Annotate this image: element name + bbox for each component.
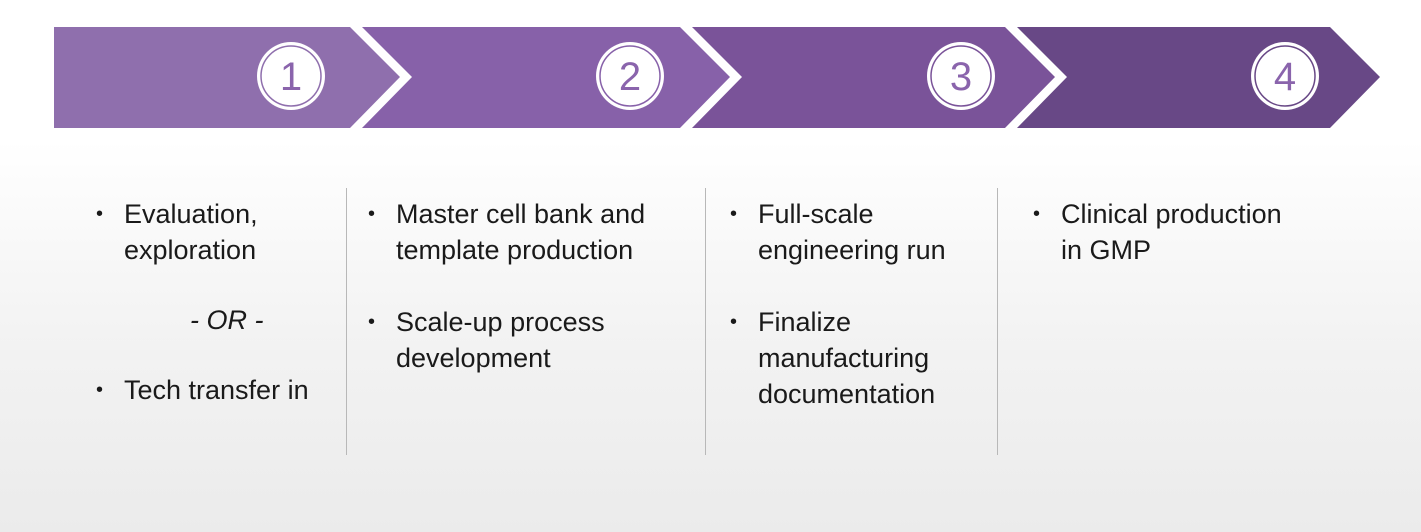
step-2-chevron <box>362 27 730 128</box>
bullet-text-line: Master cell bank and <box>396 199 646 229</box>
step-2-item-scale-up: Scale-up process development <box>368 304 698 376</box>
bullet-text-line: engineering run <box>758 235 946 265</box>
bullet-text-line: Clinical production <box>1061 199 1282 229</box>
column-divider <box>997 188 998 455</box>
step-1-number: 1 <box>280 55 302 99</box>
bullet-text-line: Finalize <box>758 307 852 337</box>
step-4-number-badge: 4 <box>1251 42 1319 110</box>
step-1-item-tech-transfer: Tech transfer in <box>96 372 341 408</box>
bullet-text-line: manufacturing <box>758 343 930 373</box>
step-4-number: 4 <box>1274 55 1296 99</box>
step-2-number: 2 <box>619 55 641 99</box>
bullet-text-line: Scale-up process <box>396 307 605 337</box>
bullet-text-line: Evaluation, <box>124 199 258 229</box>
step-4-item-clinical-production: Clinical production in GMP <box>1033 196 1363 268</box>
step-3-chevron <box>692 27 1055 128</box>
bullet-text-line: development <box>396 343 551 373</box>
process-chevron-bar: 1 2 3 4 <box>54 27 1380 128</box>
step-3-item-engineering-run: Full-scale engineering run <box>730 196 990 268</box>
step-3-number: 3 <box>950 55 972 99</box>
bullet-text-line: Tech transfer in <box>124 375 309 405</box>
bullet-text-line: documentation <box>758 379 936 409</box>
column-divider <box>346 188 347 455</box>
step-3-details: Full-scale engineering run Finalize manu… <box>730 196 990 448</box>
bullet-text-line: Full-scale <box>758 199 874 229</box>
bullet-text-line: in GMP <box>1061 235 1152 265</box>
step-2-details: Master cell bank and template production… <box>368 196 698 412</box>
step-4-chevron <box>1017 27 1380 128</box>
step-4-details: Clinical production in GMP <box>1033 196 1363 304</box>
or-separator: - OR - <box>190 305 264 335</box>
step-2-item-master-cell-bank: Master cell bank and template production <box>368 196 698 268</box>
step-3-item-documentation: Finalize manufacturing documentation <box>730 304 990 412</box>
step-1-item-evaluation: Evaluation, exploration <box>96 196 341 268</box>
bullet-text-line: template production <box>396 235 634 265</box>
step-3-number-badge: 3 <box>927 42 995 110</box>
bullet-text-line: exploration <box>124 235 257 265</box>
column-divider <box>705 188 706 455</box>
step-1-chevron <box>54 27 400 128</box>
step-2-number-badge: 2 <box>596 42 664 110</box>
step-1-details: Evaluation, exploration - OR - Tech tran… <box>96 196 341 444</box>
step-1-number-badge: 1 <box>257 42 325 110</box>
